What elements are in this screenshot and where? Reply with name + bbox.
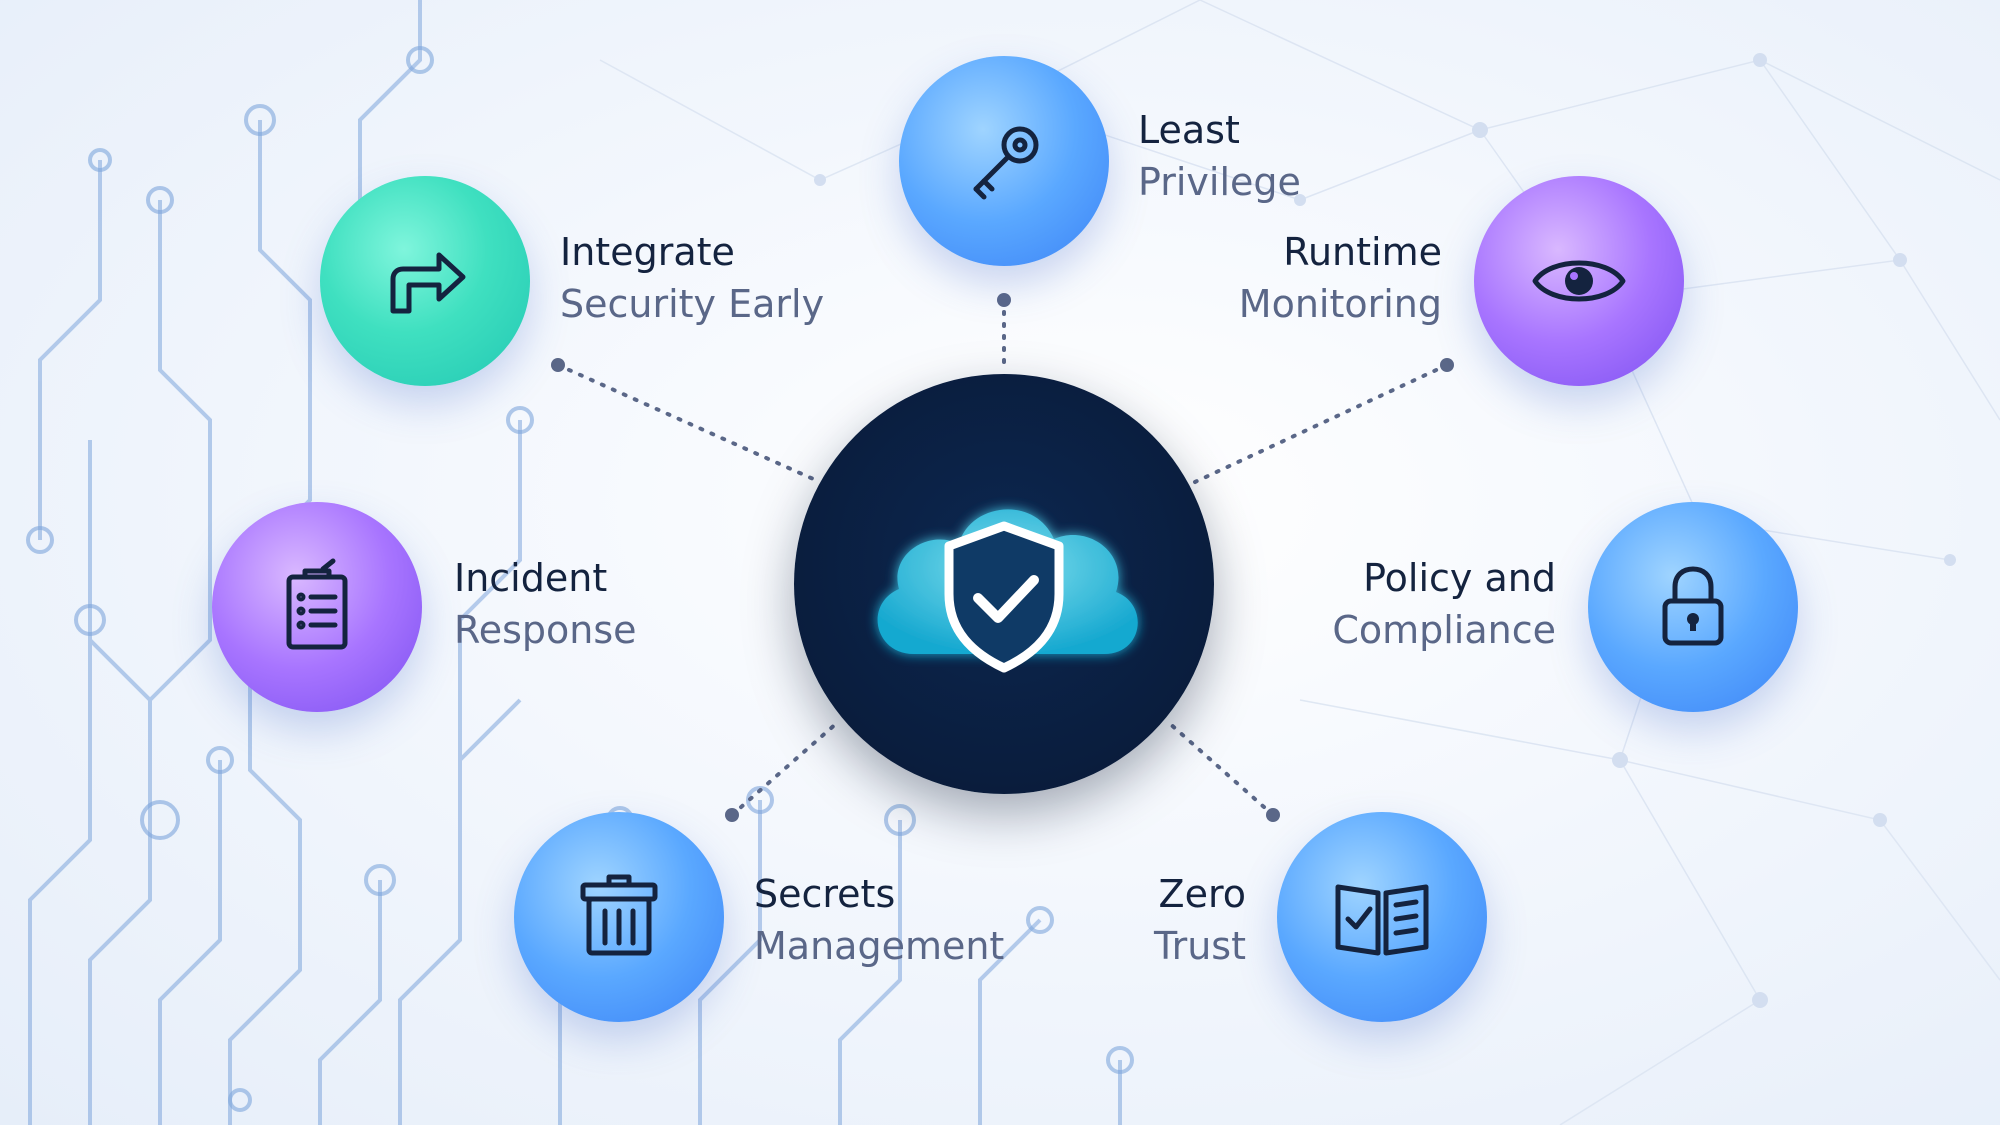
node-integrate-security-early[interactable] <box>320 176 530 386</box>
label-line2: Management <box>754 924 1005 968</box>
clipboard-checklist-icon <box>286 558 348 650</box>
padlock-icon <box>1662 566 1724 646</box>
center-hub <box>794 374 1214 794</box>
connector-zero-trust <box>1166 720 1275 817</box>
label-integrate-security-early: Integrate Security Early <box>560 226 824 330</box>
open-book-check-icon <box>1335 884 1429 956</box>
connector-secrets-management <box>730 720 840 817</box>
label-policy-and-compliance: Policy and Compliance <box>1276 552 1556 656</box>
cloud-shield-check-icon <box>877 509 1138 673</box>
label-line1: Least <box>1138 108 1240 152</box>
label-line2: Trust <box>1153 924 1246 968</box>
label-line2: Privilege <box>1138 160 1301 204</box>
key-icon <box>973 126 1039 200</box>
vault-box-icon <box>580 874 658 956</box>
node-policy-and-compliance[interactable] <box>1588 502 1798 712</box>
label-line1: Integrate <box>560 230 735 274</box>
connector-runtime-monitoring <box>1193 363 1449 484</box>
label-line1: Zero <box>1158 872 1246 916</box>
eye-icon <box>1532 260 1626 302</box>
label-line1: Runtime <box>1283 230 1442 274</box>
label-zero-trust: Zero Trust <box>1046 868 1246 972</box>
forward-arrow-icon <box>390 252 466 314</box>
label-least-privilege: Least Privilege <box>1138 104 1301 208</box>
label-line2: Compliance <box>1332 608 1556 652</box>
label-line1: Incident <box>454 556 608 600</box>
node-incident-response[interactable] <box>212 502 422 712</box>
label-line2: Monitoring <box>1238 282 1442 326</box>
node-secrets-management[interactable] <box>514 812 724 1022</box>
label-line1: Secrets <box>754 872 896 916</box>
node-runtime-monitoring[interactable] <box>1474 176 1684 386</box>
connector-integrate-security-early <box>556 363 822 484</box>
label-line1: Policy and <box>1363 556 1556 600</box>
label-line2: Response <box>454 608 637 652</box>
label-incident-response: Incident Response <box>454 552 637 656</box>
label-secrets-management: Secrets Management <box>754 868 1004 972</box>
node-zero-trust[interactable] <box>1277 812 1487 1022</box>
label-line2: Security Early <box>560 282 825 326</box>
node-least-privilege[interactable] <box>899 56 1109 266</box>
label-runtime-monitoring: Runtime Monitoring <box>1182 226 1442 330</box>
